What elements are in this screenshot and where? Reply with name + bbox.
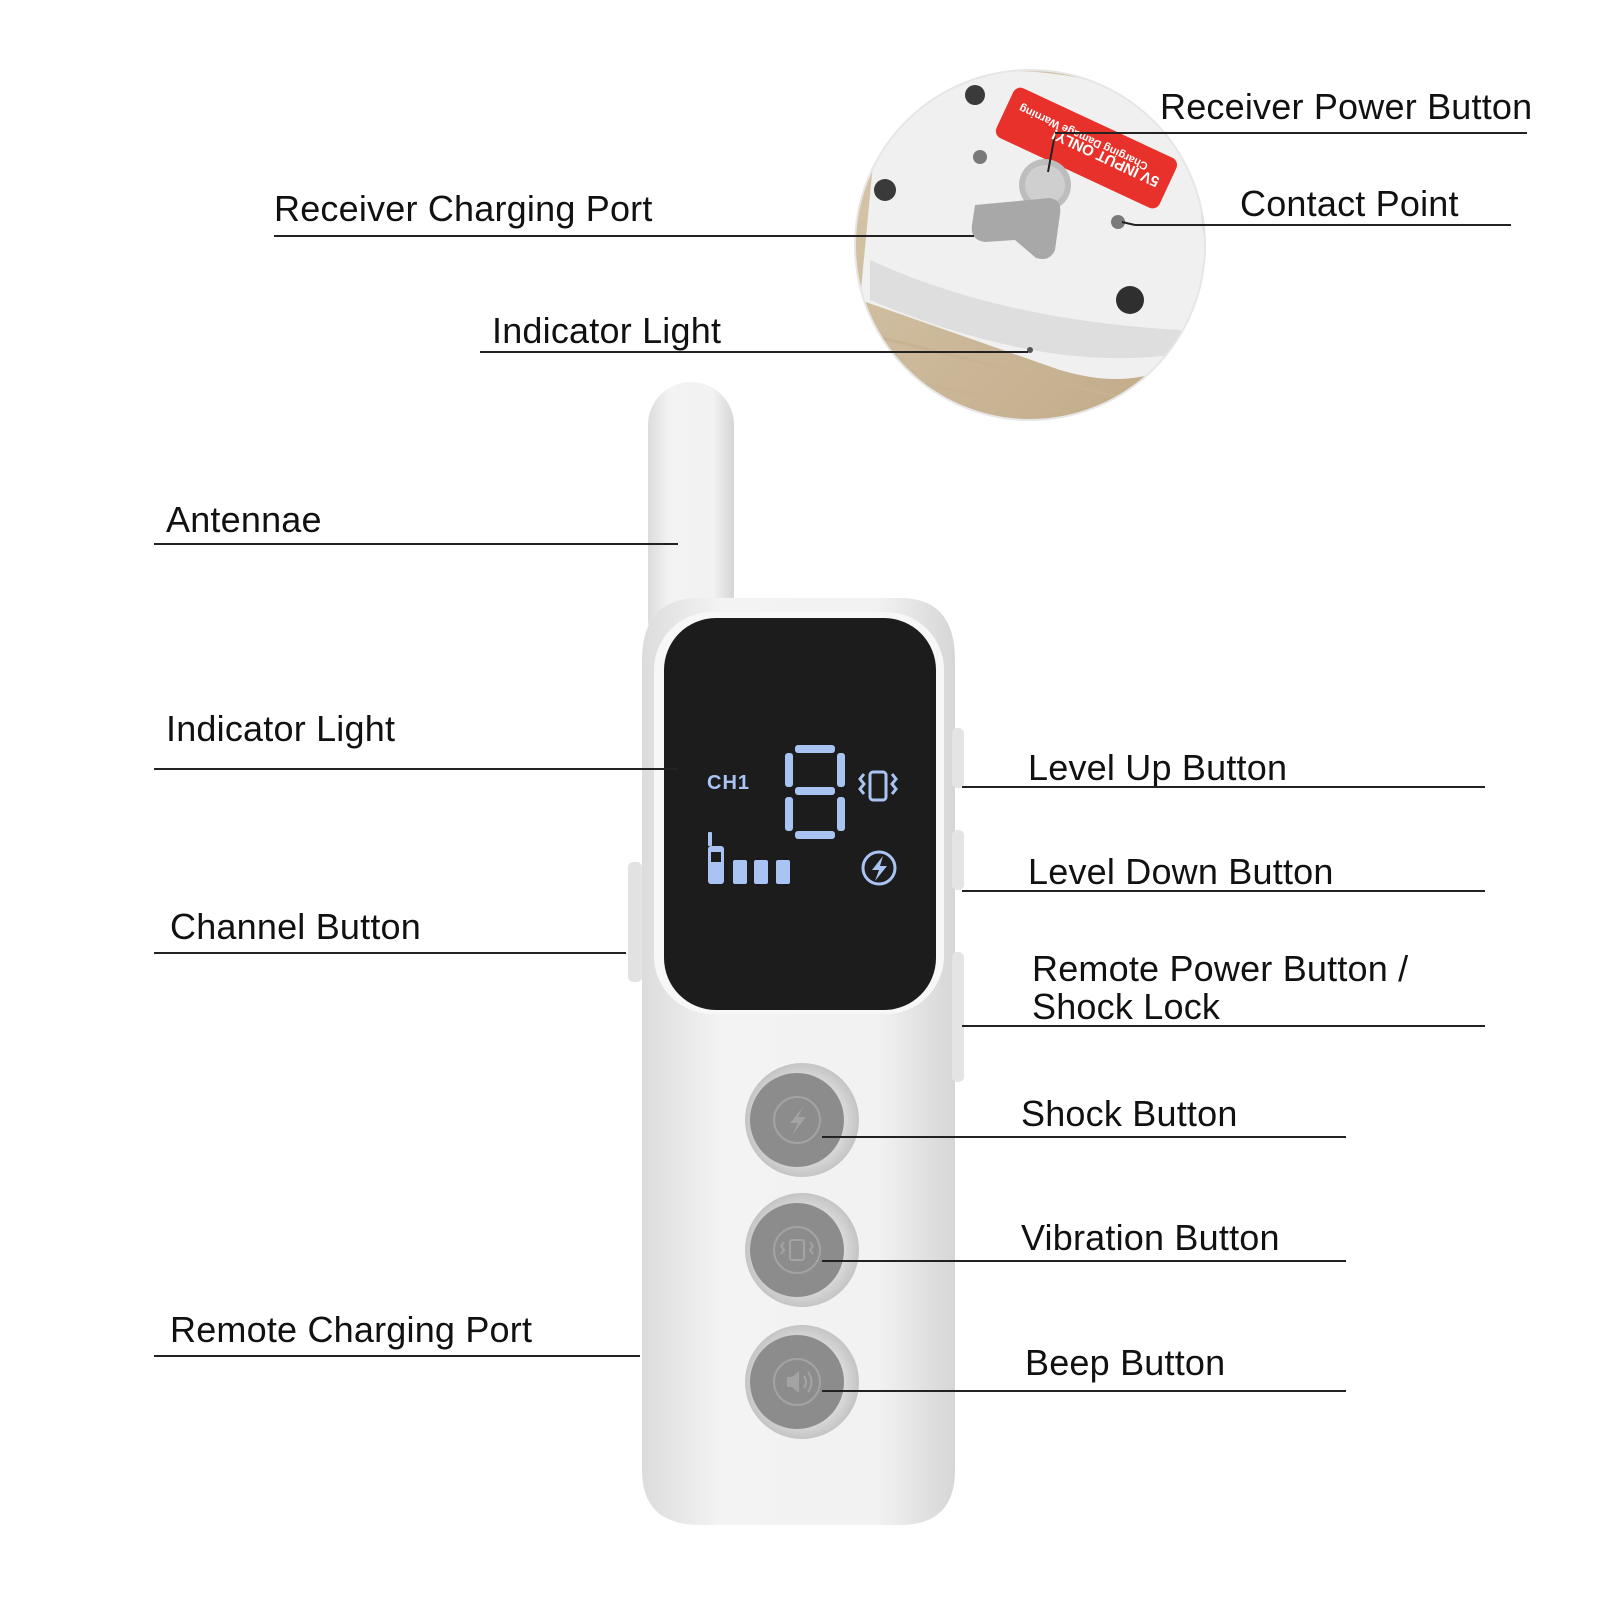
leader-remote-power-button	[962, 1025, 1485, 1027]
label-level-up-button: Level Up Button	[1028, 747, 1288, 788]
remote-power-button-shape	[952, 952, 964, 1082]
label-indicator-light-receiver: Indicator Light	[492, 310, 722, 351]
label-indicator-light-remote: Indicator Light	[166, 708, 396, 749]
receiver-closeup	[855, 70, 1205, 420]
label-shock-button: Shock Button	[1021, 1093, 1238, 1134]
label-remote-charging-port: Remote Charging Port	[170, 1309, 533, 1350]
level-down-button-shape	[952, 830, 964, 890]
leader-receiver-charging-port	[274, 235, 974, 237]
label-remote-power-button: Remote Power Button / Shock Lock	[1032, 948, 1409, 1027]
leader-receiver-power-button	[1055, 132, 1527, 134]
label-level-down-button: Level Down Button	[1028, 851, 1334, 892]
beep-button-shape	[745, 1325, 859, 1439]
leader-indicator-light-receiver	[480, 351, 1028, 353]
contact-point-shape	[1111, 215, 1125, 229]
leader-indicator-light-remote	[154, 768, 678, 770]
warning-sticker	[995, 87, 1177, 209]
leader-shock-button	[822, 1136, 1346, 1138]
leader-level-down-button	[962, 890, 1485, 892]
receiver-indicator-light-shape	[1027, 347, 1033, 353]
label-receiver-charging-port: Receiver Charging Port	[274, 188, 653, 229]
leader-remote-charging-port	[154, 1355, 640, 1357]
vibration-button-shape	[745, 1193, 859, 1307]
lcd-channel-text: CH1	[707, 772, 751, 794]
receiver-charging-port-cover	[971, 198, 1061, 259]
leader-channel-button	[154, 952, 626, 954]
antenna-shape	[648, 382, 734, 662]
label-vibration-button: Vibration Button	[1021, 1217, 1280, 1258]
leader-antennae	[154, 543, 678, 545]
screw	[973, 150, 987, 164]
leader-beep-button	[822, 1390, 1346, 1392]
remote-screen	[664, 618, 936, 1010]
label-beep-button: Beep Button	[1025, 1342, 1226, 1383]
label-receiver-power-button: Receiver Power Button	[1160, 86, 1533, 127]
lcd-shock-icon	[861, 850, 897, 886]
lcd-vibration-icon	[858, 770, 898, 802]
leader-vibration-button	[822, 1260, 1346, 1262]
leader-contact-point	[1135, 224, 1511, 226]
label-channel-button: Channel Button	[170, 906, 421, 947]
level-digit-segments	[785, 745, 845, 839]
channel-button-shape	[628, 862, 642, 982]
shock-button-shape	[745, 1063, 859, 1177]
label-antennae: Antennae	[166, 499, 322, 540]
leader-level-up-button	[962, 786, 1485, 788]
level-up-button-shape	[952, 728, 964, 788]
label-contact-point: Contact Point	[1240, 183, 1459, 224]
